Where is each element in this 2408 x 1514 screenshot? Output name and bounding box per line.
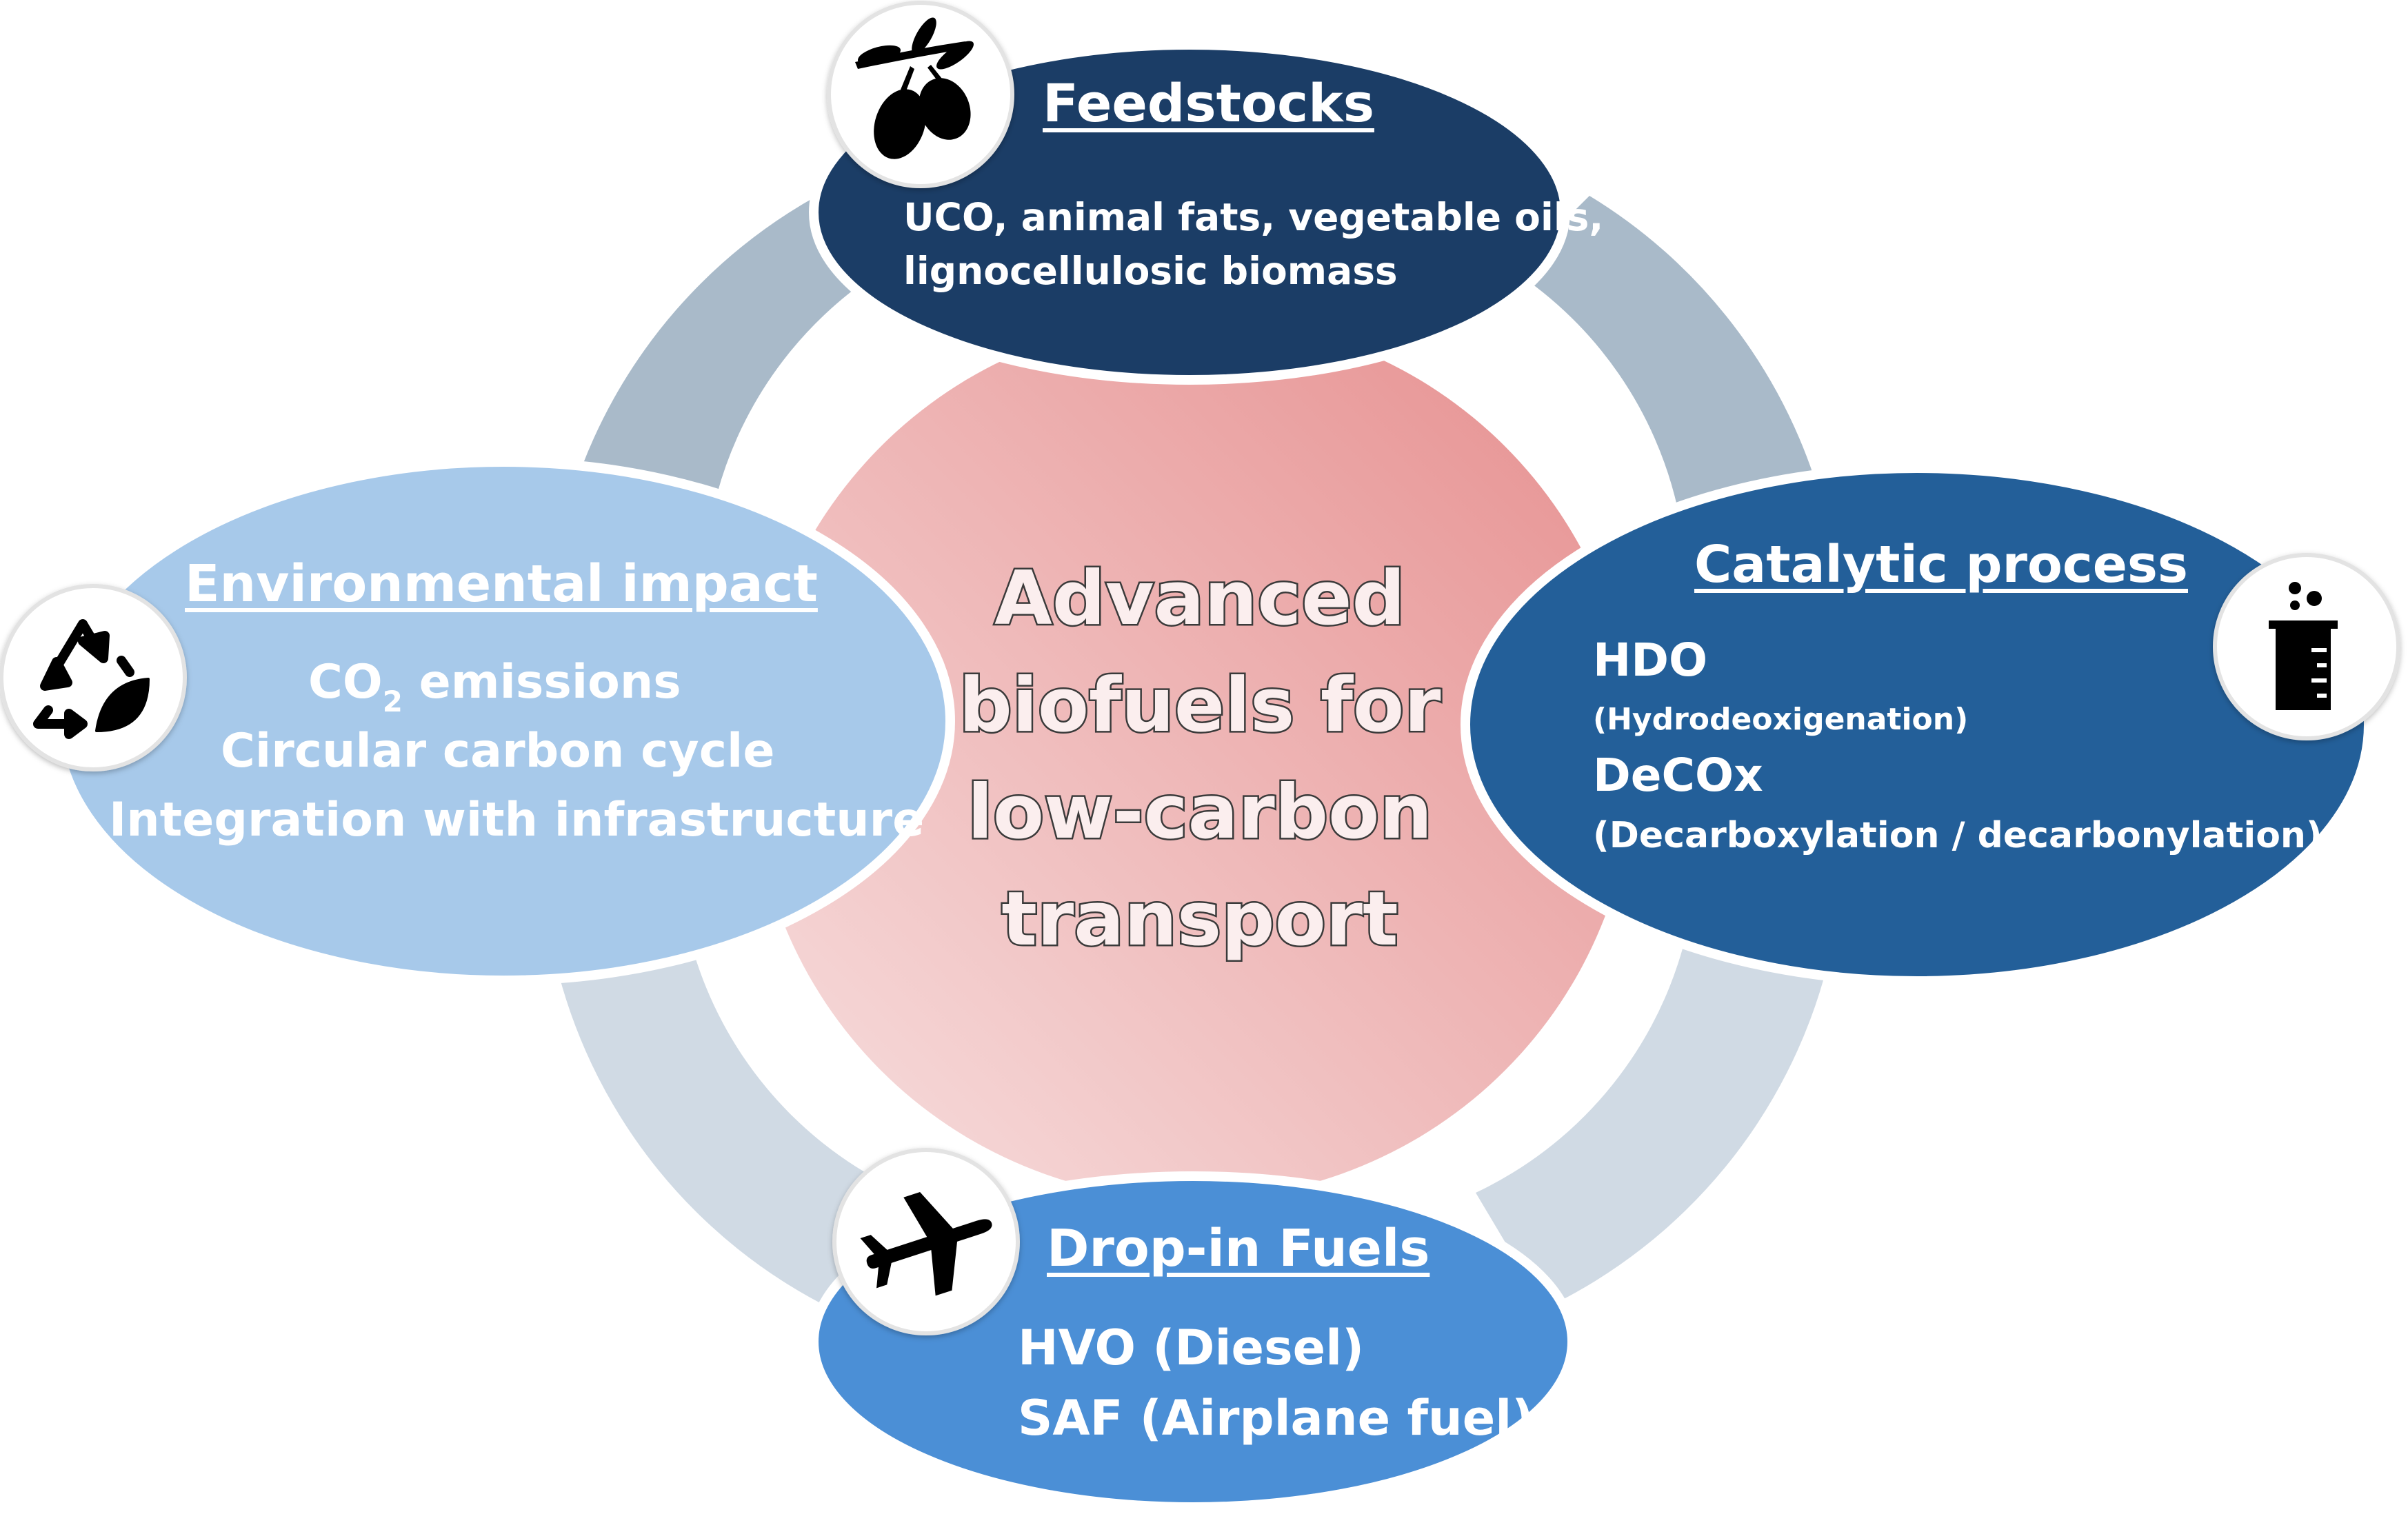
catalytic-ellipse <box>1461 463 2374 986</box>
dropin-line-1: HVO (Diesel) <box>1018 1320 1365 1376</box>
ring-segment-bottom-left <box>559 950 890 1309</box>
recycle-leaf-icon <box>33 619 150 739</box>
co2-emissions-text: CO2 emissions <box>308 659 681 716</box>
center-title-line-4: transport <box>1000 876 1400 962</box>
ring-segment-top-right <box>1514 196 1814 509</box>
ring-segment-top-left <box>583 196 879 494</box>
co2-main: CO <box>308 655 383 709</box>
beaker-icon <box>2269 582 2338 710</box>
dropin-title: Drop-in Fuels <box>1047 1219 1430 1278</box>
environmental-title: Environmental impact <box>185 554 818 614</box>
olive-branch-icon <box>855 17 974 159</box>
airplane-icon <box>860 1192 992 1296</box>
center-title-line-2: biofuels for <box>957 663 1443 749</box>
center-circle <box>752 317 1634 1200</box>
center-title-line-1: Advanced <box>993 556 1407 642</box>
catalytic-item-decox-description: (Decarboxylation / decarbonylation) <box>1593 815 2322 856</box>
feedstocks-title: Feedstocks <box>1043 72 1374 134</box>
co2-rest: emissions <box>402 655 681 709</box>
environmental-line-2: Circular carbon cycle <box>221 724 775 778</box>
catalytic-item-hdo-description: (Hydrodeoxigenation) <box>1593 702 1969 737</box>
center-title-line-3: low-carbon <box>965 769 1434 856</box>
environmental-ellipse <box>52 457 955 985</box>
catalytic-item-decox: DeCOx <box>1593 749 1763 802</box>
feedstocks-line-1: UCO, animal fats, vegetable oils, <box>903 195 1604 239</box>
dropin-line-2: SAF (Airplane fuel) <box>1018 1390 1534 1446</box>
feedstocks-line-2: lignocellulosic biomass <box>903 249 1398 293</box>
environmental-icon-badge <box>0 584 187 771</box>
co2-subscript: 2 <box>382 685 403 718</box>
catalytic-title: Catalytic process <box>1694 535 2188 594</box>
environmental-line-3: Integration with infrastructure <box>109 793 925 847</box>
catalytic-item-hdo: HDO <box>1593 634 1708 687</box>
ring-segment-bottom-right <box>1476 949 1827 1309</box>
